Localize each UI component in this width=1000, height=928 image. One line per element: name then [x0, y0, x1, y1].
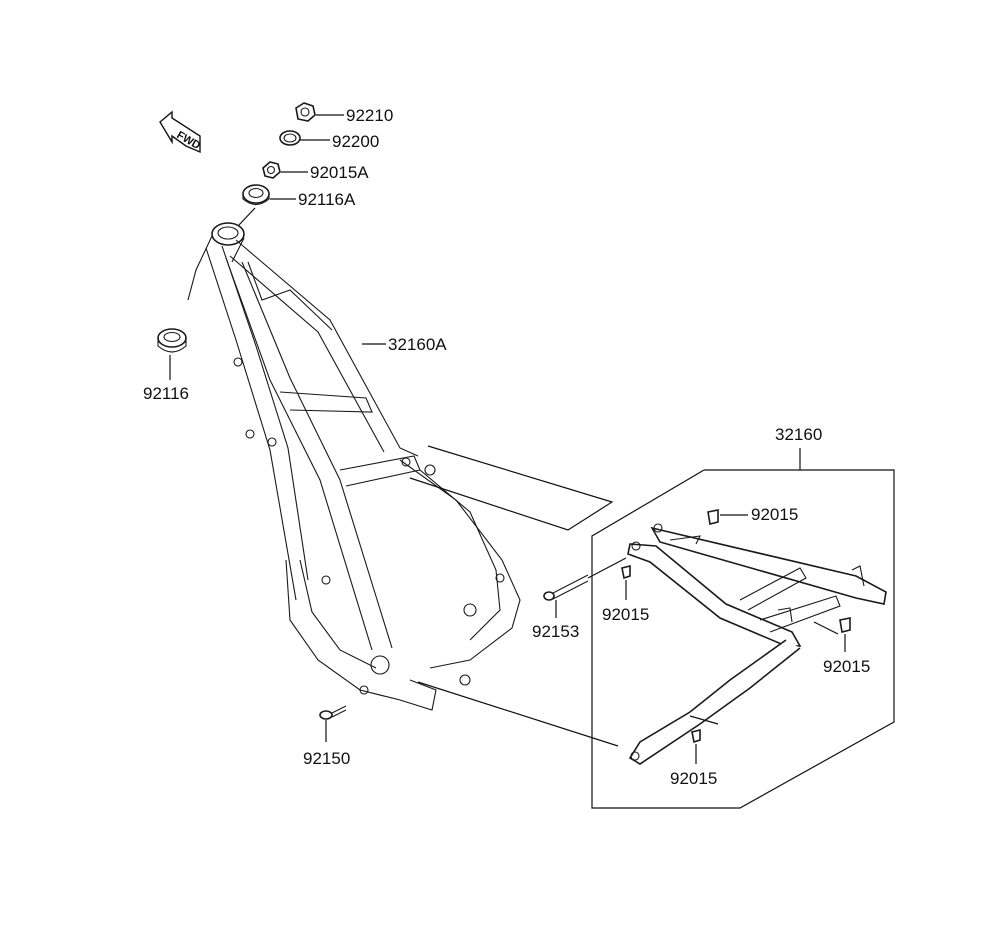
leader-92015-d-wedge — [689, 715, 719, 725]
bolt-92015-b-icon — [621, 564, 631, 580]
label-92116A: 92116A — [298, 190, 356, 209]
callout-line-lower — [417, 681, 619, 747]
callout-wedge-upper — [409, 445, 614, 531]
leader-92153-to-subframe — [587, 557, 627, 579]
main-frame-32160A — [187, 222, 521, 711]
label-92150: 92150 — [303, 749, 350, 768]
label-32160: 32160 — [775, 425, 822, 444]
bolt-92015-d-icon — [691, 728, 701, 744]
label-92210: 92210 — [346, 106, 393, 125]
leader-92116A-to-head — [237, 207, 256, 227]
label-92015A: 92015A — [310, 163, 369, 182]
nut-92210-icon — [295, 102, 316, 122]
label-92015-b: 92015 — [602, 605, 649, 624]
bolt-92015-c-icon — [839, 617, 851, 633]
bearing-92116-icon — [157, 328, 187, 353]
subframe-box — [591, 469, 895, 809]
bearing-92116A-icon — [242, 184, 270, 206]
fwd-label: FWD — [175, 129, 203, 152]
bolt-92150-icon — [319, 705, 347, 720]
label-92153: 92153 — [532, 622, 579, 641]
label-32160A: 32160A — [388, 335, 447, 354]
washer-92200-icon — [279, 130, 301, 146]
label-92015-d: 92015 — [670, 769, 717, 788]
bolt-92015-a-icon — [707, 509, 719, 525]
fwd-arrow-icon: FWD — [159, 110, 203, 154]
label-92116: 92116 — [143, 384, 189, 403]
label-92200: 92200 — [332, 132, 379, 151]
bolt-92153-icon — [543, 574, 589, 601]
subframe-32160 — [627, 523, 887, 765]
label-92015-a: 92015 — [751, 505, 798, 524]
label-92015-c: 92015 — [823, 657, 870, 676]
nut-92015A-icon — [262, 161, 281, 179]
leader-92015-c-to-frame — [813, 621, 839, 635]
